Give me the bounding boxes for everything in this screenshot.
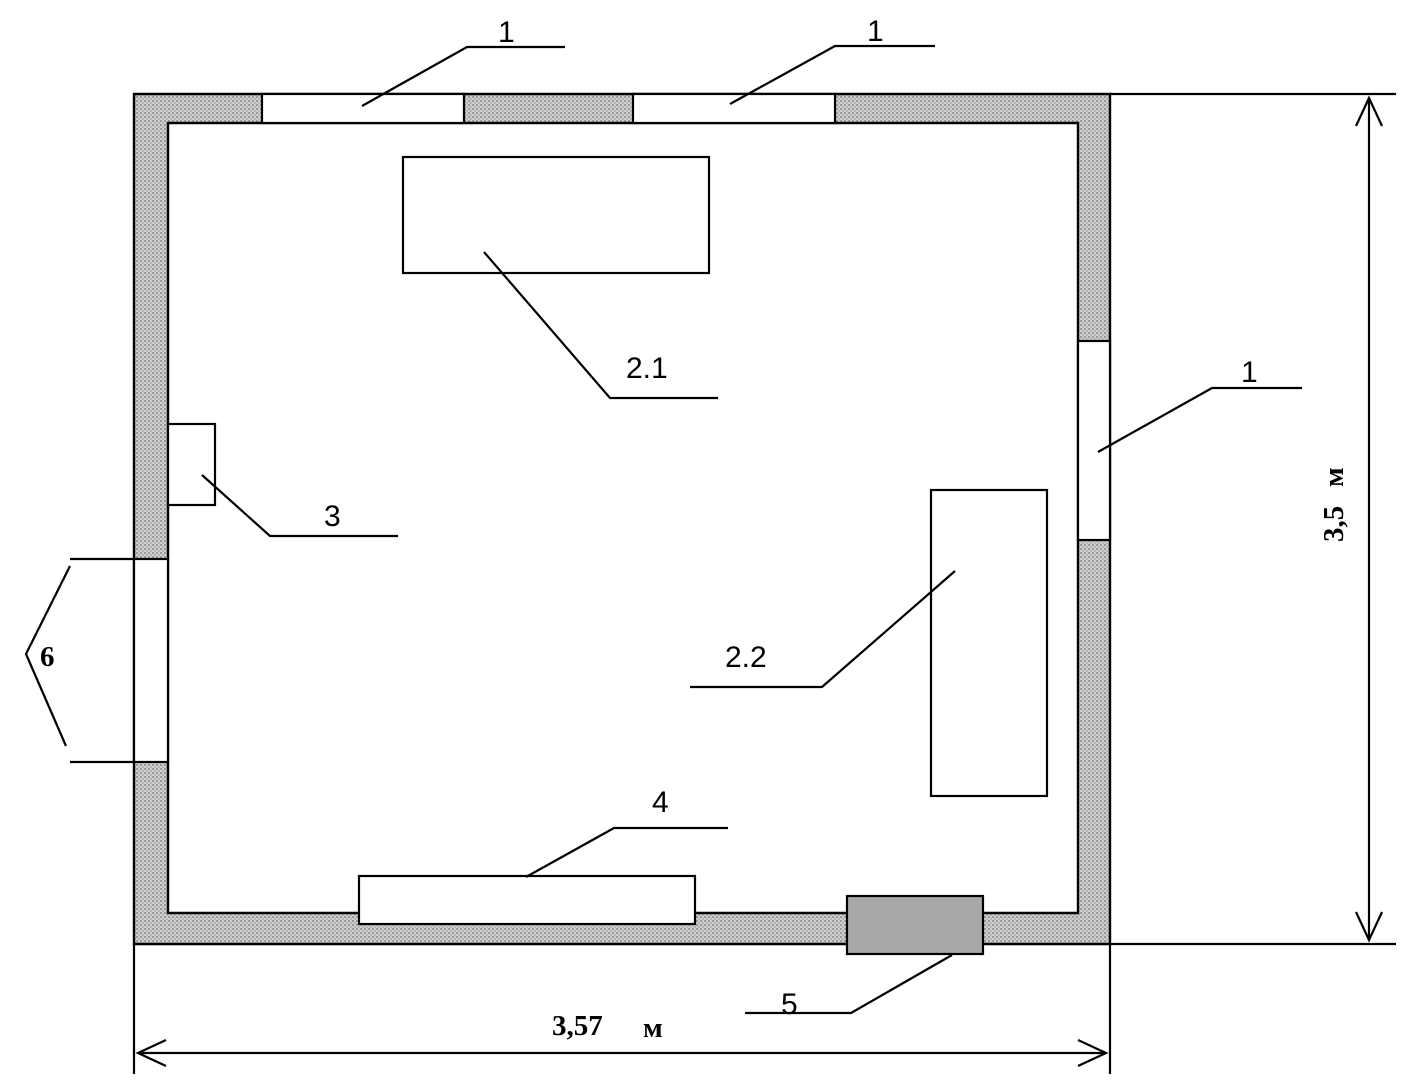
width-unit: м [643,1012,663,1044]
leader-table-2-2 [690,570,956,689]
width-value: 3,57 [552,1010,603,1042]
window-right [1076,339,1112,542]
leader-radiator-5 [745,954,953,1015]
table-2-1 [401,155,711,275]
label-window-1b: 1 [867,15,884,48]
leader-table-2-1 [483,251,718,400]
width-arrow-left [135,1039,167,1067]
leader-window-1a [361,45,565,107]
door-opening [132,557,170,764]
label-window-1a: 1 [498,16,515,49]
height-arrow-top [1355,95,1383,127]
height-value: 3,5 [1318,506,1350,542]
width-arrow-right [1077,1039,1109,1067]
label-radiator-5: 5 [781,988,798,1021]
radiator-5 [845,894,985,956]
height-unit: м [1318,467,1350,487]
leader-window-1c [1097,386,1302,453]
label-table-2-1: 2.1 [626,352,668,385]
leader-socket-3 [201,474,398,538]
label-cabinet-4: 4 [652,786,669,819]
leader-window-1b [729,44,935,105]
socket-3 [166,422,217,507]
leader-door-6 [24,565,71,747]
label-table-2-2: 2.2 [725,641,767,674]
table-2-2 [929,488,1049,798]
label-door-6: 6 [40,641,55,673]
leader-cabinet-4 [525,826,728,878]
window-top-left [260,92,466,125]
label-socket-3: 3 [324,500,341,533]
label-window-1c: 1 [1241,356,1258,389]
window-top-right [631,92,837,125]
cabinet-4 [357,874,697,926]
height-arrow-bottom [1355,911,1383,943]
